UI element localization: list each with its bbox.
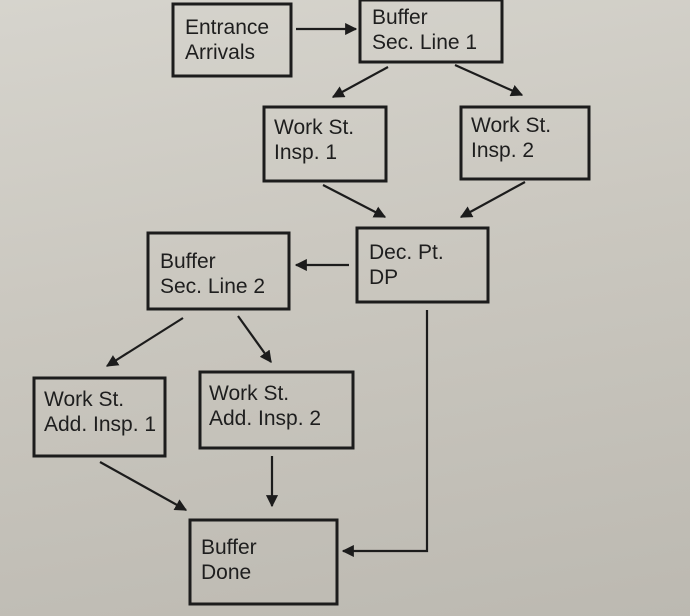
label-line: Insp. 2 [471, 139, 535, 162]
label-line: Dec. Pt. [369, 241, 444, 264]
box-buffer-sec-line-2 [146, 231, 291, 311]
label-line: Add. Insp. 2 [209, 407, 322, 430]
label-dec-pt-dp: Dec. Pt.DP [369, 240, 444, 290]
box-dec-pt-dp [355, 226, 490, 304]
label-line: Sec. Line 1 [372, 31, 478, 54]
box-work-st-add-insp-1 [32, 376, 167, 458]
arrow-buffer-sec-line-1-to-work-st-insp-2 [454, 63, 524, 97]
label-line: Insp. 1 [274, 141, 338, 164]
label-line: Buffer [372, 6, 428, 29]
label-line: Work St. [209, 382, 290, 405]
box-work-st-insp-2 [459, 105, 591, 181]
label-line: Buffer [201, 536, 257, 559]
label-line: Work St. [274, 116, 355, 139]
arrow-buffer-sec-line-2-to-work-st-add-insp-2 [237, 315, 272, 363]
box-buffer-sec-line-1 [358, 0, 504, 64]
label-line: DP [369, 266, 399, 289]
arrow-buffer-sec-line-1-to-work-st-insp-1 [331, 66, 389, 98]
label-line: Work St. [471, 114, 552, 137]
label-line: Done [201, 561, 252, 584]
arrow-dec-pt-dp-to-buffer-done [341, 310, 429, 558]
label-line: Entrance [185, 16, 270, 39]
label-line: Sec. Line 2 [160, 275, 266, 298]
arrow-work-st-insp-1-to-dec-pt-dp [322, 184, 387, 218]
label-line: Work St. [44, 388, 125, 411]
label-work-st-add-insp-1: Work St.Add. Insp. 1 [44, 387, 156, 437]
box-entrance-arrivals [171, 2, 293, 78]
label-line: Buffer [160, 250, 216, 273]
box-work-st-insp-1 [262, 105, 388, 183]
box-buffer-done [188, 518, 339, 606]
label-work-st-add-insp-2: Work St.Add. Insp. 2 [209, 381, 321, 431]
label-line: Arrivals [185, 41, 256, 64]
label-work-st-insp-2: Work St.Insp. 2 [471, 113, 551, 163]
label-work-st-insp-1: Work St.Insp. 1 [274, 115, 354, 165]
arrow-buffer-sec-line-2-to-work-st-add-insp-1 [105, 317, 184, 367]
arrow-work-st-insp-2-to-dec-pt-dp [459, 181, 526, 218]
box-work-st-add-insp-2 [198, 370, 355, 450]
arrow-work-st-add-insp-1-to-buffer-done [99, 461, 188, 511]
label-line: Add. Insp. 1 [44, 413, 157, 436]
